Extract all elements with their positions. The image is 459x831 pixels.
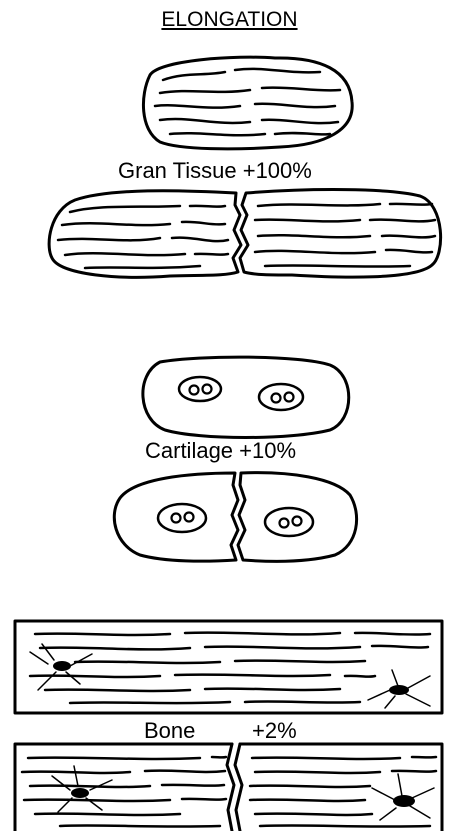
bone-label: Bone [144, 718, 195, 744]
bone-unstretched [15, 621, 442, 713]
gran-tissue-label: Gran Tissue +100% [118, 158, 312, 184]
bone-stretched [15, 744, 442, 831]
gran-tissue-unstretched [143, 57, 352, 149]
cartilage-unstretched [143, 357, 349, 437]
cartilage-stretched [114, 473, 356, 562]
bone-elongation-label: +2% [252, 718, 297, 744]
gran-tissue-stretched [49, 190, 440, 278]
cartilage-label: Cartilage +10% [145, 438, 296, 464]
